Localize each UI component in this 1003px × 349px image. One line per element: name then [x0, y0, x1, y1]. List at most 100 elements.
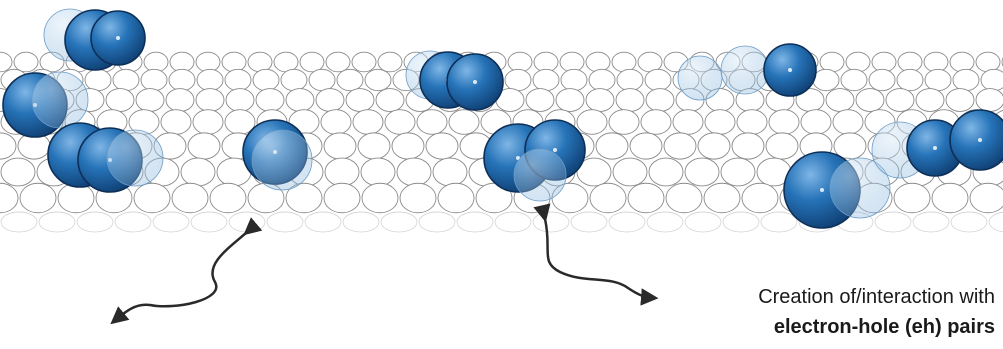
- caption-line-2: electron-hole (eh) pairs: [635, 312, 995, 342]
- lattice-atom: [392, 133, 424, 159]
- lattice-atom: [361, 158, 395, 186]
- molecule-atom: [514, 149, 566, 201]
- eh-pairs-caption: Creation of/interaction with electron-ho…: [635, 282, 995, 342]
- lattice-atom: [508, 52, 532, 72]
- lattice-atom: [533, 69, 559, 90]
- lattice-atom: [616, 89, 644, 112]
- lattice-atom: [113, 69, 139, 90]
- lattice-atom: [346, 89, 374, 112]
- lattice-atom: [886, 89, 914, 112]
- lattice-atom: [321, 110, 351, 135]
- lattice-atom: [337, 69, 363, 90]
- lattice-atom: [309, 69, 335, 90]
- lattice-atom: [976, 52, 1000, 72]
- lattice-atom: [705, 110, 735, 135]
- lattice-atom: [769, 110, 799, 135]
- lattice-atom: [630, 133, 662, 159]
- lattice-atom: [325, 158, 359, 186]
- lattice-atom: [433, 158, 467, 186]
- molecule-atom: [950, 110, 1003, 170]
- lattice-atom: [577, 110, 607, 135]
- lattice-atom: [365, 69, 391, 90]
- lattice-atom: [766, 133, 798, 159]
- lattice-atom: [196, 89, 224, 112]
- lattice-atom: [1, 158, 35, 186]
- atom-nucleus: [788, 68, 792, 72]
- lattice-atom: [801, 110, 831, 135]
- atom-nucleus: [978, 138, 982, 142]
- lattice-atom: [397, 158, 431, 186]
- lattice-atom: [897, 69, 923, 90]
- lattice-atom: [950, 52, 974, 72]
- lattice-atom: [732, 133, 764, 159]
- lattice-atom: [449, 110, 479, 135]
- lattice-atom: [976, 89, 1003, 112]
- lattice-atom: [916, 89, 944, 112]
- lattice-atom: [281, 69, 307, 90]
- lattice-atom: [586, 89, 614, 112]
- lattice-atom: [170, 52, 194, 72]
- lattice-atom: [649, 158, 683, 186]
- molecule-atom: [252, 130, 312, 190]
- lattice-atom: [136, 89, 164, 112]
- molecule-atom: [678, 56, 722, 100]
- lattice-atom: [358, 133, 390, 159]
- lattice-atom: [586, 52, 610, 72]
- lattice-atom: [14, 52, 38, 72]
- lattice-atom: [226, 89, 254, 112]
- lattice-atom: [589, 69, 615, 90]
- lattice-atom: [946, 89, 974, 112]
- lattice-atom: [324, 133, 356, 159]
- atom-nucleus: [820, 188, 824, 192]
- lattice-atom: [300, 52, 324, 72]
- lattice-atom: [841, 69, 867, 90]
- lattice-atom: [274, 52, 298, 72]
- lattice-atom: [673, 110, 703, 135]
- lattice-atom: [664, 133, 696, 159]
- lattice-atom: [561, 69, 587, 90]
- lattice-atom: [560, 52, 584, 72]
- lattice-atom: [846, 52, 870, 72]
- lattice-atom: [256, 89, 284, 112]
- lattice-atom: [85, 69, 111, 90]
- lattice-atom: [526, 89, 554, 112]
- lattice-atom: [166, 89, 194, 112]
- lattice-atom: [376, 89, 404, 112]
- lattice-atom: [106, 89, 134, 112]
- lattice-atom: [981, 69, 1003, 90]
- lattice-atom: [426, 133, 458, 159]
- lattice-atom: [248, 52, 272, 72]
- atom-nucleus: [473, 80, 477, 84]
- lattice-atom: [286, 89, 314, 112]
- atom-nucleus: [933, 146, 937, 150]
- lattice-atom: [193, 110, 223, 135]
- lattice-atom: [352, 52, 376, 72]
- lattice-atom: [505, 69, 531, 90]
- lattice-atom: [953, 69, 979, 90]
- lattice-atom: [196, 52, 220, 72]
- lattice-atom: [721, 158, 755, 186]
- lattice-atom: [813, 69, 839, 90]
- lattice-atom: [326, 52, 350, 72]
- lattice-atom: [181, 158, 215, 186]
- lattice-atom: [617, 69, 643, 90]
- lattice-atom: [378, 52, 402, 72]
- lattice-atom: [641, 110, 671, 135]
- lattice-atom: [646, 89, 674, 112]
- lattice-atom: [645, 69, 671, 90]
- molecule-atom: [721, 46, 769, 94]
- lattice-atom: [856, 89, 884, 112]
- lattice-atom: [141, 69, 167, 90]
- lattice-atom: [609, 110, 639, 135]
- lattice-atom: [144, 52, 168, 72]
- lattice-atom: [197, 69, 223, 90]
- caption-line-1: Creation of/interaction with: [635, 282, 995, 312]
- lattice-atom: [833, 110, 863, 135]
- lattice-atom: [556, 89, 584, 112]
- lattice-atom: [872, 52, 896, 72]
- lattice-atom: [596, 133, 628, 159]
- lattice-atom: [225, 69, 251, 90]
- lattice-atom: [0, 52, 12, 72]
- atom-nucleus: [116, 36, 120, 40]
- lattice-atom: [612, 52, 636, 72]
